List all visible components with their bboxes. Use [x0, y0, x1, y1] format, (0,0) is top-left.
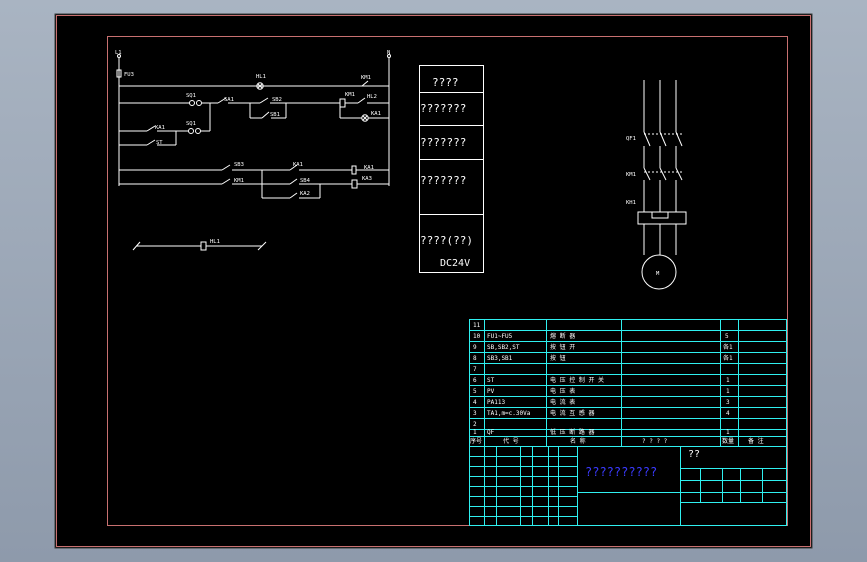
- bom-header-code: 代 号: [503, 437, 519, 445]
- drawing-frame-inner: [107, 36, 788, 526]
- bom-row-6-code: ST: [487, 377, 495, 384]
- bom-row-2-no: 2: [473, 421, 477, 428]
- bom-row-4-no: 4: [473, 399, 477, 406]
- bom-row-7-no: 7: [473, 366, 477, 373]
- motor-labels: QF1 KM1 KH1 M: [626, 136, 660, 277]
- bom-row-9-name: 按 钮 开: [550, 343, 575, 351]
- bom-row-9-qty: 各1: [723, 343, 733, 351]
- lamp-hl1-symbol: [256, 82, 264, 90]
- function-row-5: ????(??): [420, 234, 473, 247]
- bom-row-1-qty: 1: [726, 429, 730, 436]
- bom-header-name: 名 称: [570, 437, 586, 445]
- label-hl2: HL2: [367, 94, 377, 100]
- label-ka3: KA3: [362, 176, 372, 182]
- label-sb2: SB2: [272, 97, 282, 103]
- bom-row-6-no: 6: [473, 377, 477, 384]
- label-km1-coil: KM1: [345, 92, 355, 98]
- label-ka1-coil: KA1: [364, 165, 374, 171]
- bom-row-1-code: QF: [487, 429, 495, 436]
- label-sb3: SB3: [234, 162, 244, 168]
- bom-row-4-name: 电 流 表: [550, 398, 575, 406]
- label-st: ST: [156, 140, 163, 146]
- bom-row-10-qty: 5: [725, 333, 729, 340]
- label-hl1: HL1: [256, 74, 266, 80]
- motor-circuit: [637, 80, 687, 290]
- function-footer: DC24V: [440, 258, 470, 269]
- bom-row-8-no: 8: [473, 355, 477, 362]
- label-hl: HL1: [210, 239, 220, 245]
- label-km1-main: KM1: [626, 172, 636, 178]
- title-block-text: ?????????? ??: [585, 449, 700, 479]
- function-row-4: ???????: [420, 174, 466, 187]
- bom-row-3-name: 电 流 互 感 器: [550, 409, 594, 417]
- label-km1-top: KM1: [361, 75, 371, 81]
- fuse-symbol: [116, 69, 122, 78]
- bom-row-11-no: 11: [473, 322, 481, 329]
- bom-row-8-name: 按 钮: [550, 354, 566, 362]
- bom-row-3-code: TA1,m=c.30Va: [487, 410, 531, 417]
- bom-row-1-no: 1: [473, 429, 477, 436]
- label-sq1-b: SQ1: [186, 121, 196, 127]
- bom-header-note: 备 注: [748, 437, 764, 445]
- bom-header-spec: ? ? ? ?: [642, 438, 668, 445]
- bom-row-5-code: PV: [487, 388, 495, 395]
- bom-row-9-no: 9: [473, 344, 477, 351]
- bom-row-10-no: 10: [473, 333, 481, 340]
- control-schematic: [116, 54, 391, 251]
- bom-row-9-code: SB,SB2,ST: [487, 344, 520, 351]
- schematic-labels: L1 N FU3 HL1 KM1 KM1 HL2 SQ1 SA1 SB2 SB1…: [115, 50, 390, 245]
- bom-row-10-name: 熔 断 器: [550, 332, 575, 340]
- bom-row-10-code: FU1~FU5: [487, 333, 513, 340]
- label-sb1: SB1: [270, 112, 280, 118]
- bom-row-1-name: 低 压 断 路 器: [550, 428, 594, 436]
- label-ka1-c: KA1: [293, 162, 303, 168]
- label-motor: M: [656, 271, 660, 277]
- thermal-relay-symbol: [637, 211, 687, 225]
- bom-row-6-qty: 1: [726, 377, 730, 384]
- label-n: N: [387, 50, 390, 56]
- drawing-sheet: [54, 13, 813, 549]
- bom-row-3-no: 3: [473, 410, 477, 417]
- drawing-frame-outer: [56, 15, 811, 547]
- function-row-1: ????: [432, 76, 459, 89]
- function-table: ???? ??????? ??????? ??????? ????(??) DC…: [419, 65, 484, 273]
- label-ka2: KA2: [300, 191, 310, 197]
- function-row-2: ???????: [420, 102, 466, 115]
- bom-row-8-qty: 各1: [723, 354, 733, 362]
- label-ka1-b: KA1: [155, 125, 165, 131]
- label-km1-c: KM1: [234, 178, 244, 184]
- label-l1: L1: [115, 50, 122, 56]
- label-sb4: SB4: [300, 178, 311, 184]
- function-row-3: ???????: [420, 136, 466, 149]
- label-qf1: QF1: [626, 136, 636, 142]
- label-kh1: KH1: [626, 200, 636, 206]
- bom-header-qty: 数量: [722, 437, 734, 445]
- label-ka1-a: KA1: [371, 111, 381, 117]
- motor-symbol: [641, 254, 677, 290]
- bom-header-no: 序号: [470, 437, 482, 445]
- bom-row-4-code: PA113: [487, 399, 505, 406]
- bom-row-3-qty: 4: [726, 410, 730, 417]
- bom-row-5-qty: 1: [726, 388, 730, 395]
- bom-row-8-code: SB3,SB1: [487, 355, 513, 362]
- title-block-cell: ??: [688, 449, 700, 460]
- bom-text: 11 10 FU1~FU5 熔 断 器 5 9 SB,SB2,ST 按 钮 开 …: [470, 322, 764, 445]
- label-sa1: SA1: [224, 97, 234, 103]
- bom-row-4-qty: 3: [726, 399, 730, 406]
- bom-row-6-name: 电 压 控 制 开 关: [550, 376, 604, 384]
- label-sq1-a: SQ1: [186, 93, 196, 99]
- bom-row-5-name: 电 压 表: [550, 387, 575, 395]
- label-fu: FU3: [124, 72, 134, 78]
- drawing-title: ??????????: [585, 465, 657, 479]
- bom-row-5-no: 5: [473, 388, 477, 395]
- title-block: [469, 446, 787, 526]
- bom-table: [469, 319, 787, 447]
